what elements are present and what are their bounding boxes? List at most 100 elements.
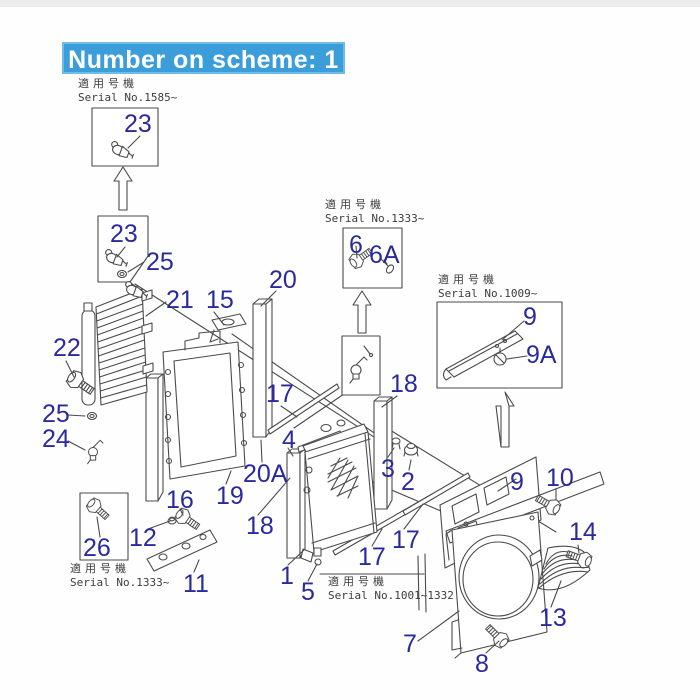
small-parts [63,140,595,651]
cap-9a-drawing [493,347,507,366]
part-number: 9 [523,303,537,331]
part-number: 16 [166,486,194,514]
part-number: 13 [539,604,567,632]
part-callout: 15 [206,288,234,313]
part-number: 10 [546,464,574,492]
bracket-15-drawing [209,313,247,343]
serial-note: 適用号機 Serial No.1333~ [325,199,424,225]
serial-note-number: Serial No.1585~ [78,91,178,104]
part-number: 6 [349,231,363,259]
up-arrow-icon [495,391,515,448]
part-callout: 21 [166,288,194,313]
part-callout: 16 [166,488,194,513]
part-number: 18 [390,370,418,398]
part-number: 1 [280,562,294,590]
cap-2-drawing [403,442,419,457]
part-callout: 23 [124,112,152,137]
serial-note-kanji: 適用号機 [78,78,138,90]
part-number: 4 [282,426,296,454]
part-number: 25 [146,248,174,276]
part-callout: 25 [42,402,70,427]
part-number: 24 [42,425,70,453]
washer-25-drawing [86,411,98,421]
serial-note: 適用号機 Serial No.1333~ [70,563,169,589]
frame-drawing [162,330,248,480]
part-number: 6A [369,241,400,269]
part-callout: 18 [246,514,274,539]
part-callout: 7 [403,632,417,657]
part-number: 7 [403,630,417,658]
valve-24-drawing [87,439,104,465]
up-arrows [113,166,515,448]
part-callout: 8 [475,652,489,677]
part-number: 18 [246,512,274,540]
up-arrow-icon [352,290,372,334]
part-callout: 20A [243,462,287,487]
part-number: 23 [110,220,138,248]
part-number: 2 [401,468,415,496]
part-number: 11 [183,570,209,598]
serial-note-number: Serial No.1333~ [325,212,425,225]
nut-12-drawing [167,516,177,525]
cap-3-drawing [391,437,401,450]
part-callout: 17 [266,382,294,407]
seal-strips [145,298,471,559]
part-callout: 11 [183,572,209,597]
part-callout: 1 [280,564,294,589]
strip-17-lower-b [402,472,471,516]
part-callout: 9 [523,305,537,330]
part-number: 20A [243,460,288,488]
part-callout: 18 [390,372,418,397]
radiator-drawing [297,419,378,566]
part-number: 22 [53,334,81,362]
part-callout: 9A [526,343,557,368]
serial-note-kanji: 適用号機 [325,199,385,211]
serial-note: 適用号機 Serial No.1585~ [78,78,177,104]
part-number: 25 [42,400,70,428]
strip-17-upper [267,383,340,435]
serial-note-number: Serial No.1001~1332 [328,589,454,602]
strip-left [145,373,164,502]
part-callout: 6 [349,233,363,258]
up-arrow-icon [113,166,133,211]
plug-6a-drawing [383,259,395,274]
part-callout: 3 [381,457,395,482]
part-number: 9A [526,341,557,369]
part-number: 17 [358,543,386,571]
plate-9-drawing [442,330,524,381]
part-callout: 2 [401,470,415,495]
part-number: 8 [475,650,489,678]
part-callout: 26 [83,536,111,561]
part-number: 26 [83,534,111,562]
part-number: 9 [510,468,524,496]
part-callout: 20 [269,268,297,293]
part-number: 15 [206,286,234,314]
serial-note-kanji: 適用号機 [70,563,130,575]
part-callout: 17 [358,545,386,570]
leader-lines [65,135,580,654]
strip-18-right [373,396,393,510]
part-callout: 13 [539,606,567,631]
part-callout: 25 [146,250,174,275]
part-callout: 12 [129,526,157,551]
part-number: 19 [216,482,244,510]
part-callout: 14 [569,520,597,545]
washer-25-drawing [116,269,128,279]
page-edge [0,0,700,7]
part-callout: 4 [282,428,296,453]
fan-guard-drawing [529,545,591,591]
serial-note-number: Serial No.1009~ [438,287,538,300]
part-number: 3 [381,455,395,483]
part-number: 14 [569,518,597,546]
serial-note: 適用号機 Serial No.1001~1332 [328,576,454,602]
part-callout: 17 [392,528,420,553]
part-number: 20 [269,266,297,294]
part-number: 17 [392,526,420,554]
part-callout: 10 [546,466,574,491]
part-callout: 6A [369,243,400,268]
part-callout: 24 [42,427,70,452]
serial-note-kanji: 適用号機 [328,576,388,588]
serial-note: 適用号機 Serial No.1009~ [438,274,537,300]
